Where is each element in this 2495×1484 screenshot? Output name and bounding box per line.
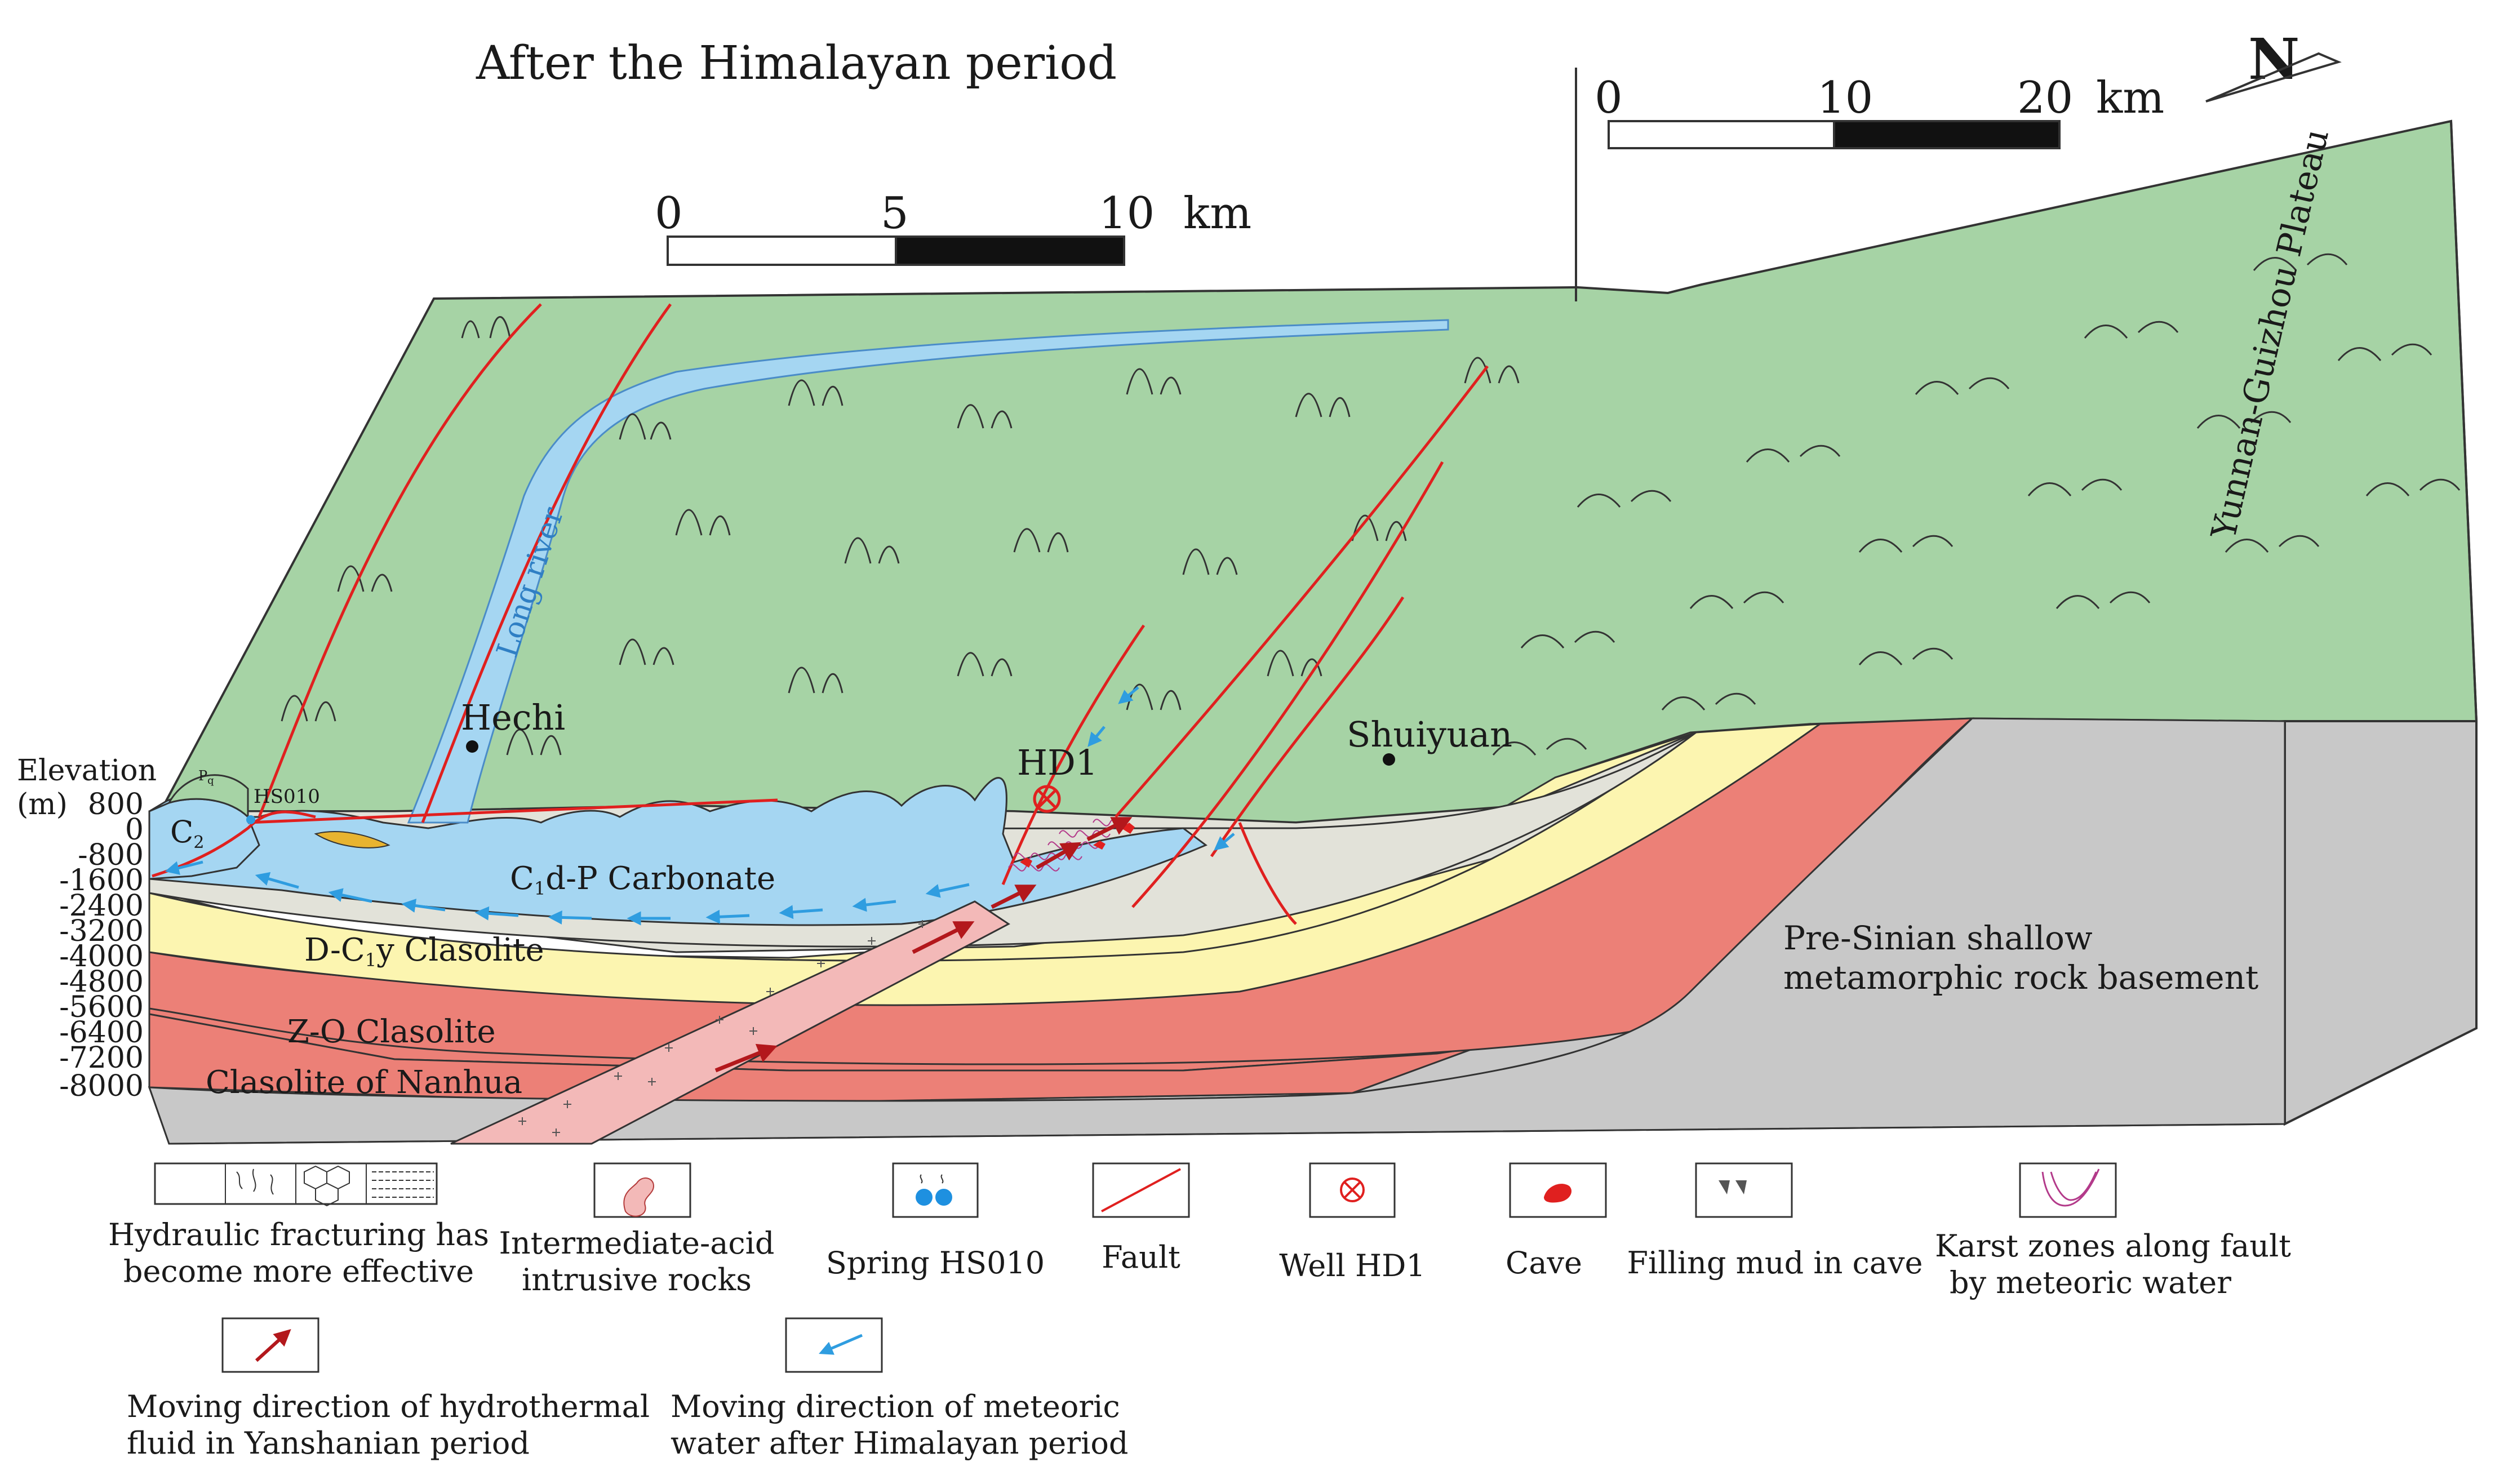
well-hd1-symbol xyxy=(1033,785,1061,813)
hydraulic-fracturing-icon xyxy=(154,1162,438,1207)
scale-small-tick-0: 0 xyxy=(655,188,683,239)
legend-label: Moving direction of meteoric xyxy=(671,1389,1120,1424)
spring-hs010-marker xyxy=(246,815,255,824)
elevation-tick: 0 xyxy=(125,813,144,847)
well-icon xyxy=(1309,1162,1396,1218)
legend-label: water after Himalayan period xyxy=(671,1425,1128,1461)
intrusive-rocks-icon xyxy=(593,1162,691,1218)
legend-label: Karst zones along fault xyxy=(1935,1228,2291,1264)
title: After the Himalayan period xyxy=(476,37,1117,90)
elevation-tick: -6400 xyxy=(59,1016,144,1050)
layer-carbonate xyxy=(148,777,1207,926)
hydrothermal-arrow-icon xyxy=(221,1317,319,1373)
shuiyuan-dot xyxy=(1383,753,1395,766)
elevation-tick: -7200 xyxy=(59,1041,144,1075)
legend-label: Cave xyxy=(1506,1245,1582,1281)
legend-label: by meteoric water xyxy=(1950,1265,2231,1300)
karst-zone-icon xyxy=(2019,1162,2117,1218)
layer-pq xyxy=(167,774,249,819)
hechi-label: Hechi xyxy=(461,697,565,738)
meteoric-arrows xyxy=(165,686,1235,926)
faults xyxy=(152,303,1489,925)
legend-label: Moving direction of hydrothermal xyxy=(127,1389,650,1424)
legend-label: intrusive rocks xyxy=(522,1262,752,1298)
meteoric-arrow-icon xyxy=(785,1317,883,1373)
shuiyuan-label: Shuiyuan xyxy=(1347,714,1512,755)
hydrothermal-arrows xyxy=(714,817,1133,1073)
legend-item-hydrothermal-arrow: Moving direction of hydrothermal fluid i… xyxy=(127,1317,650,1461)
scale-large-unit: km xyxy=(2096,73,2164,123)
legend-label: Filling mud in cave xyxy=(1627,1245,1923,1281)
elevation-tick: -2400 xyxy=(59,889,144,923)
terrain-hachures xyxy=(281,253,2461,756)
layer-carbonate-label: C1d-P Carbonate xyxy=(510,860,775,899)
legend-item-karst-zone: Karst zones along fault by meteoric wate… xyxy=(1935,1162,2291,1300)
legend-item-well: Well HD1 xyxy=(1279,1162,1426,1283)
elevation-tick: -4000 xyxy=(59,940,144,974)
hechi-dot xyxy=(466,740,478,753)
layer-nanhua-label: Clasolite of Nanhua xyxy=(206,1064,522,1101)
legend-label: Spring HS010 xyxy=(826,1245,1045,1281)
scale-large-tick-0: 0 xyxy=(1595,73,1623,123)
block-right-face xyxy=(2284,720,2478,1126)
legend-label: become more effective xyxy=(123,1254,474,1289)
basement-label-2: metamorphic rock basement xyxy=(1783,958,2258,997)
legend-item-fault: Fault xyxy=(1092,1162,1190,1275)
cave-icon xyxy=(1509,1162,1607,1218)
block-diagram xyxy=(148,68,2478,1145)
elevation-tick: 800 xyxy=(88,788,144,821)
legend-label: Well HD1 xyxy=(1279,1248,1426,1283)
legend-item-meteoric-arrow: Moving direction of meteoric water after… xyxy=(671,1317,1128,1461)
scale-large-tick-1: 10 xyxy=(1817,73,1873,123)
well-hd1-label: HD1 xyxy=(1017,742,1098,783)
scale-small-tick-2: 10 xyxy=(1099,188,1155,239)
legend-label: Intermediate-acid xyxy=(499,1225,775,1261)
fault-icon xyxy=(1092,1162,1190,1218)
spring-icon xyxy=(892,1162,979,1218)
elevation-tick: -8000 xyxy=(59,1069,144,1103)
layer-pq-label: Pq xyxy=(198,768,214,787)
scale-small-unit: km xyxy=(1183,188,1251,239)
elevation-axis: Elevation (m) 800 0 -800 -1600 -2400 -32… xyxy=(17,754,157,1103)
legend-label: Fault xyxy=(1102,1239,1180,1275)
intrusive-rock-dyke xyxy=(450,900,1010,1145)
elevation-title-2: (m) xyxy=(17,788,68,821)
north-label: N xyxy=(2248,26,2299,92)
basement-label-1: Pre-Sinian shallow xyxy=(1783,919,2093,957)
elevation-title-1: Elevation xyxy=(17,754,157,788)
filling-mud-icon xyxy=(1695,1162,1793,1218)
elevation-tick: -1600 xyxy=(59,864,144,897)
north-arrow: N xyxy=(2205,26,2342,103)
spring-hs010-label: HS010 xyxy=(254,785,320,808)
elevation-tick: -800 xyxy=(78,838,144,872)
layer-dc1y-label: D-C1y Clasolite xyxy=(304,932,544,971)
legend: Hydraulic fracturing has become more eff… xyxy=(108,1162,2291,1461)
legend-item-intrusive-rocks: Intermediate-acid intrusive rocks xyxy=(499,1162,775,1298)
scale-bar-large: 0 10 20 km xyxy=(1595,73,2164,149)
long-river xyxy=(407,319,1449,824)
intrusion-crosses xyxy=(518,920,926,1136)
legend-item-spring: Spring HS010 xyxy=(826,1162,1045,1281)
legend-item-cave: Cave xyxy=(1506,1162,1607,1281)
legend-label: fluid in Yanshanian period xyxy=(127,1425,530,1461)
scale-small-tick-1: 5 xyxy=(881,188,909,239)
elevation-tick: -4800 xyxy=(59,965,144,999)
legend-item-hydraulic-fracturing: Hydraulic fracturing has become more eff… xyxy=(108,1162,489,1289)
layer-c2-label: C2 xyxy=(170,814,204,852)
elevation-tick: -3200 xyxy=(59,914,144,948)
legend-item-filling-mud: Filling mud in cave xyxy=(1627,1162,1923,1281)
scale-bar-small: 0 5 10 km xyxy=(655,188,1251,266)
layer-zo-label: Z-O Clasolite xyxy=(287,1014,496,1050)
scale-large-tick-2: 20 xyxy=(2017,73,2073,123)
elevation-tick: -5600 xyxy=(59,990,144,1024)
legend-label: Hydraulic fracturing has xyxy=(108,1217,489,1252)
